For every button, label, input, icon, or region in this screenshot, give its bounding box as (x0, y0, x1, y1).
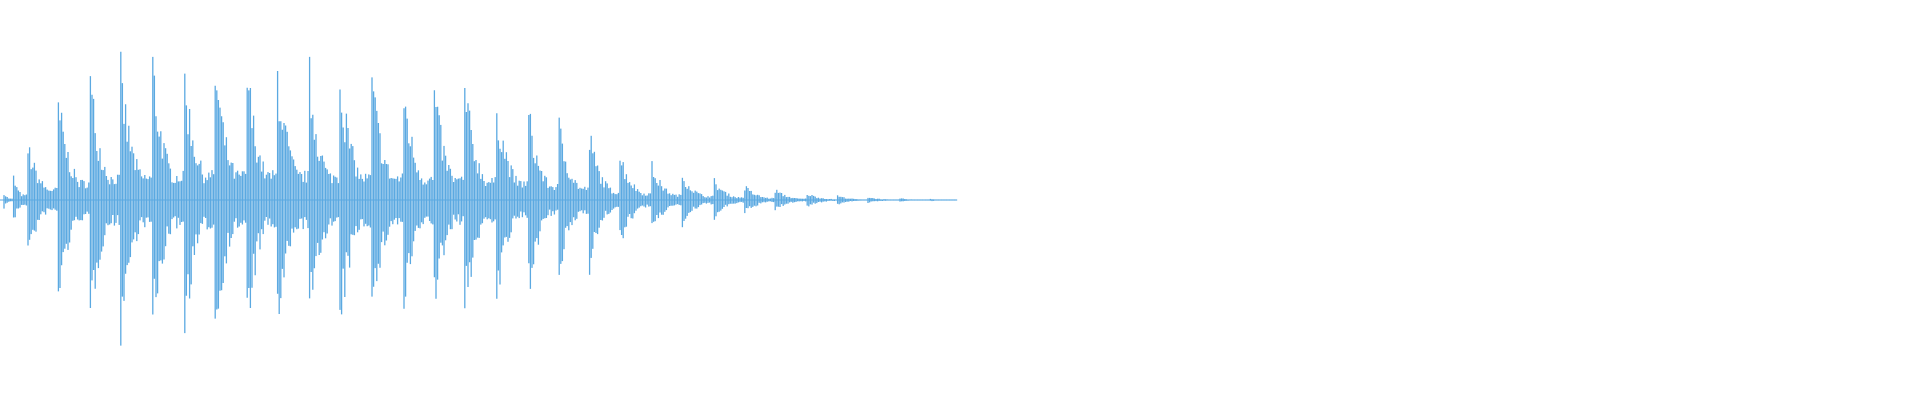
waveform-bars (3, 51, 957, 346)
